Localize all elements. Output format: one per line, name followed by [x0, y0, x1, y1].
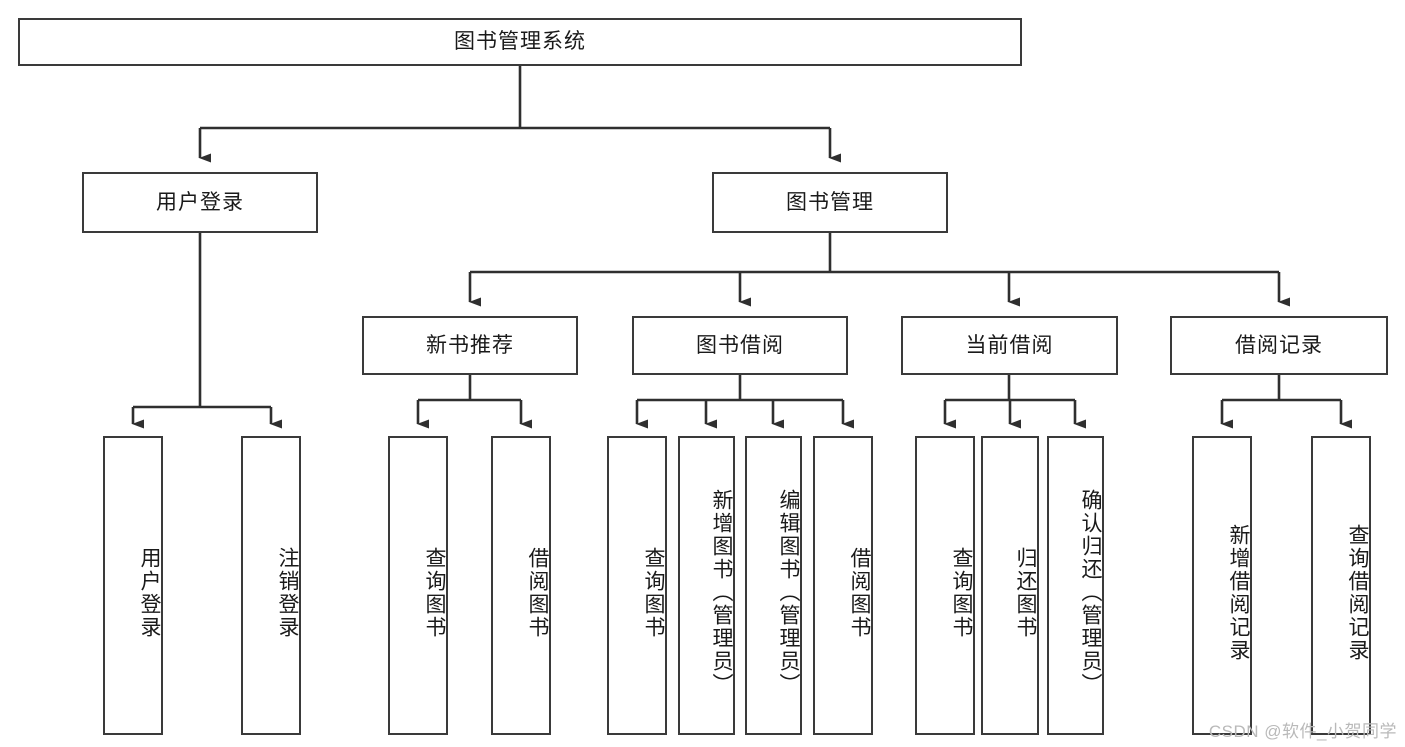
node-label: 查询图书 [642, 546, 665, 639]
node-label: 新书推荐 [426, 333, 514, 357]
node-label: 图书管理 [786, 190, 874, 214]
leaf-add-borrow-record[interactable]: 新增借阅记录 [1192, 436, 1252, 735]
node-label: 注销登录 [276, 546, 299, 639]
node-label: 图书管理系统 [454, 30, 586, 54]
leaf-user-login[interactable]: 用户登录 [103, 436, 163, 735]
leaf-query-book-borrow[interactable]: 查询图书 [607, 436, 667, 735]
leaf-add-book-admin[interactable]: 新增图书（管理员） [678, 436, 735, 735]
node-label: 新增图书（管理员） [710, 489, 733, 696]
node-borrow-record[interactable]: 借阅记录 [1170, 316, 1388, 375]
leaf-query-borrow-record[interactable]: 查询借阅记录 [1311, 436, 1371, 735]
node-label: 确认归还（管理员） [1079, 489, 1102, 696]
node-label: 借阅图书 [848, 546, 871, 639]
leaf-borrow-book-recommend[interactable]: 借阅图书 [491, 436, 551, 735]
node-label: 当前借阅 [965, 333, 1054, 357]
csdn-watermark: CSDN @软件_小贺同学 [1208, 722, 1397, 741]
node-label: 借阅图书 [526, 546, 549, 639]
node-label: 图书借阅 [696, 333, 784, 357]
node-root-book-management-system[interactable]: 图书管理系统 [18, 18, 1022, 66]
node-label: 用户登录 [138, 546, 161, 639]
node-label: 查询图书 [950, 546, 973, 639]
node-label: 新增借阅记录 [1227, 523, 1250, 662]
leaf-return-book[interactable]: 归还图书 [981, 436, 1039, 735]
leaf-logout-login[interactable]: 注销登录 [241, 436, 301, 735]
node-label: 归还图书 [1014, 546, 1037, 639]
node-book-management[interactable]: 图书管理 [712, 172, 948, 233]
node-label: 查询图书 [423, 546, 446, 639]
node-label: 查询借阅记录 [1346, 523, 1369, 662]
leaf-query-book-current[interactable]: 查询图书 [915, 436, 975, 735]
node-book-borrow[interactable]: 图书借阅 [632, 316, 848, 375]
leaf-borrow-book[interactable]: 借阅图书 [813, 436, 873, 735]
node-new-book-recommendation[interactable]: 新书推荐 [362, 316, 578, 375]
leaf-confirm-return-admin[interactable]: 确认归还（管理员） [1047, 436, 1104, 735]
node-current-borrow[interactable]: 当前借阅 [901, 316, 1118, 375]
node-label: 编辑图书（管理员） [777, 489, 800, 696]
node-label: 用户登录 [156, 190, 244, 214]
leaf-query-book-recommend[interactable]: 查询图书 [388, 436, 448, 735]
node-label: 借阅记录 [1235, 333, 1323, 357]
leaf-edit-book-admin[interactable]: 编辑图书（管理员） [745, 436, 802, 735]
node-user-login[interactable]: 用户登录 [82, 172, 318, 233]
